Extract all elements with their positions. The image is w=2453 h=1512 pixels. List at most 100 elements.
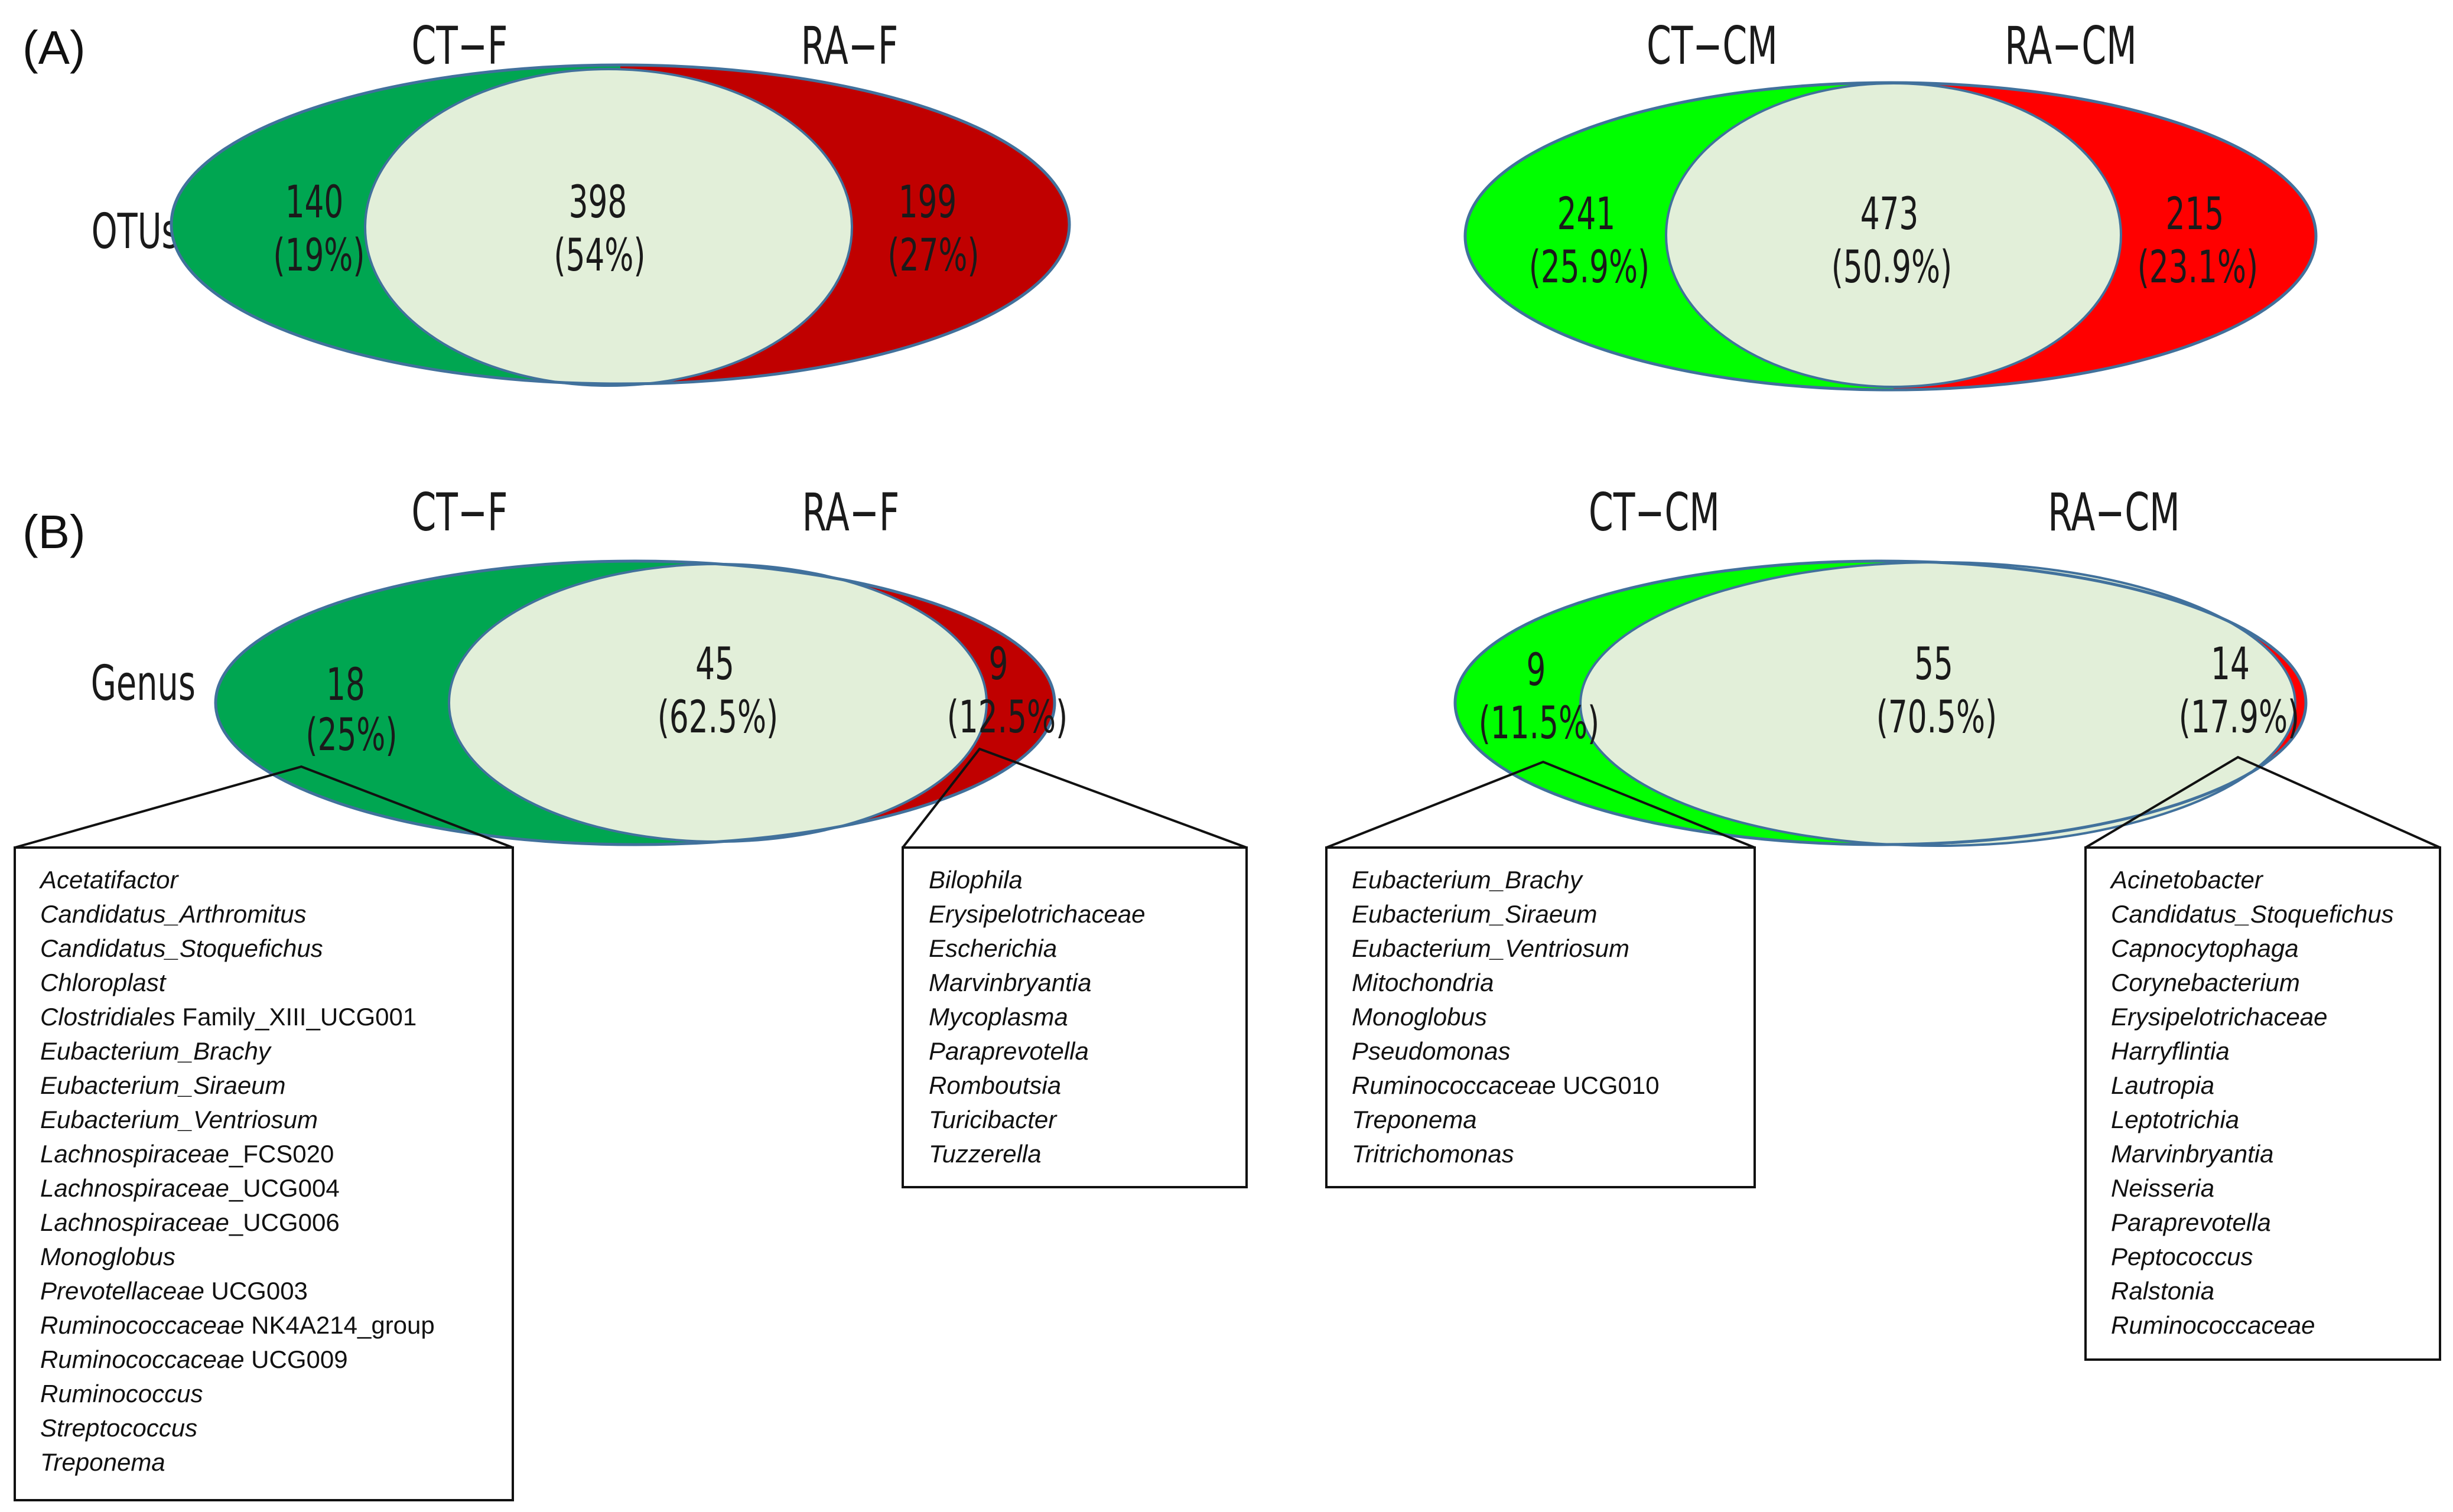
genus-list-item: Clostridiales (40, 1003, 175, 1031)
set-label-left: CT−F (412, 15, 508, 76)
left-count: 140 (285, 177, 344, 229)
genus-list-item: Eubacterium_Brachy (1352, 866, 1584, 894)
set-label-left: CT−CM (1647, 15, 1778, 76)
genus-list-item: UCG003 (204, 1277, 308, 1305)
genus-list-item: Tuzzerella (929, 1140, 1042, 1168)
overlap-count: 473 (1860, 188, 1919, 240)
right-percent: (27%) (887, 230, 979, 282)
venn-otu-f: CT−F RA−F 140 (19%) 398 (54%) 199 (27%) (170, 15, 1071, 387)
genus-list-item: Monoglobus (1352, 1003, 1487, 1031)
set-label-left: CT−F (412, 482, 508, 543)
venn-outline (214, 559, 1056, 846)
genus-list-item: Bilophila (929, 866, 1023, 894)
genus-list-item: Marvinbryantia (929, 969, 1091, 996)
callout-box (1325, 846, 1756, 1188)
left-percent: (25%) (305, 709, 397, 761)
genus-list-item: Family_XIII_UCG001 (175, 1003, 417, 1031)
genus-list-item: Acetatifactor (38, 866, 179, 894)
genus-list-item: Eubacterium_Brachy (40, 1037, 272, 1065)
genus-list-item: Paraprevotella (2111, 1208, 2271, 1236)
genus-list-item: Treponema (40, 1448, 165, 1476)
genus-list-item: UCG009 (245, 1345, 348, 1373)
genus-list-item: Corynebacterium (2111, 969, 2300, 996)
right-percent: (12.5%) (947, 692, 1068, 744)
panel-label-a: (A) (22, 21, 86, 74)
genus-list-item: Mitochondria (1352, 969, 1494, 996)
genus-list-item: Candidatus_Stoquefichus (2111, 900, 2394, 928)
right-percent: (17.9%) (2179, 692, 2299, 744)
callout-box (2084, 846, 2441, 1361)
venn-overlap-outline (1665, 82, 2122, 388)
set-label-right: RA−F (801, 15, 899, 76)
venn-outline (170, 63, 1071, 386)
venn-overlap-region (1580, 562, 2295, 846)
genus-list-item: Harryflintia (2111, 1037, 2230, 1065)
genus-list-item: Lachnospiraceae (40, 1208, 229, 1236)
genus-list-item: Prevotellaceae (40, 1277, 204, 1305)
genus-list-item: Peptococcus (2111, 1243, 2253, 1270)
callout-pointer (1326, 760, 1755, 849)
overlap-count: 398 (569, 177, 627, 229)
genus-list-item: Pseudomonas (1352, 1037, 1511, 1065)
panel-label-b: (B) (22, 506, 86, 558)
genus-list-item: UCG010 (1556, 1071, 1660, 1099)
genus-list-item: Candidatus_Stoquefichus (40, 934, 323, 962)
left-percent: (25.9%) (1529, 242, 1650, 294)
genus-list-item: Paraprevotella (929, 1037, 1089, 1065)
genus-list-item: Lachnospiraceae (40, 1140, 229, 1168)
genus-list-item: Eubacterium_Ventriosum (40, 1106, 318, 1133)
genus-list-item: _UCG004 (229, 1174, 340, 1202)
left-count: 18 (326, 659, 365, 711)
genus-list-item: Monoglobus (40, 1243, 175, 1270)
callout-pointer (2084, 755, 2441, 849)
genus-list-item: Marvinbryantia (2111, 1140, 2273, 1168)
genus-list-item: _UCG006 (229, 1208, 340, 1236)
genus-list-item: _FCS020 (229, 1140, 334, 1168)
venn-overlap-outline (448, 563, 988, 843)
genus-list-item: NK4A214_group (245, 1311, 435, 1339)
genus-list-item: Ruminococcaceae (2111, 1311, 2315, 1339)
genus-list-item: Eubacterium_Siraeum (1352, 900, 1598, 928)
genus-list-item: Ruminococcus (40, 1380, 203, 1407)
genus-list-item: Leptotrichia (2111, 1106, 2239, 1133)
set-label-right: RA−CM (2005, 15, 2137, 76)
genus-list-item: Ruminococcaceae (40, 1345, 245, 1373)
overlap-percent: (62.5%) (658, 692, 778, 744)
left-percent: (11.5%) (1479, 698, 1599, 750)
genus-list-item: Chloroplast (40, 969, 167, 996)
left-count: 241 (1557, 188, 1616, 240)
genus-list-item: Eubacterium_Siraeum (40, 1071, 286, 1099)
right-count: 9 (989, 638, 1008, 690)
overlap-percent: (54%) (554, 230, 645, 282)
overlap-percent: (70.5%) (1876, 692, 1997, 744)
callout-box (14, 846, 514, 1501)
genus-list-item: Tritrichomonas (1352, 1140, 1514, 1168)
left-count: 9 (1527, 644, 1546, 696)
genus-list-item: Eubacterium_Ventriosum (1352, 934, 1629, 962)
overlap-count: 55 (1914, 638, 1953, 690)
overlap-count: 45 (695, 638, 734, 690)
genus-list-item: Candidatus_Arthromitus (40, 900, 307, 928)
genus-list-item: Lachnospiraceae (40, 1174, 229, 1202)
genus-list-item: Neisseria (2111, 1174, 2214, 1202)
genus-list-item: Erysipelotrichaceae (2111, 1003, 2328, 1031)
genus-list-item: Capnocytophaga (2111, 934, 2299, 962)
genus-list-item: Streptococcus (40, 1414, 197, 1442)
venn-overlap-region (449, 564, 987, 842)
venn-genus-f: CT−F RA−F 18 (25%) 45 (62.5%) 9 (12.5%) (214, 482, 1068, 846)
set-label-right: RA−F (802, 482, 900, 543)
genus-list-item: Mycoplasma (929, 1003, 1068, 1031)
genus-list-item: Acinetobacter (2109, 866, 2264, 894)
genus-list-item: Ralstonia (2111, 1277, 2214, 1305)
genus-list-item: Treponema (1352, 1106, 1477, 1133)
